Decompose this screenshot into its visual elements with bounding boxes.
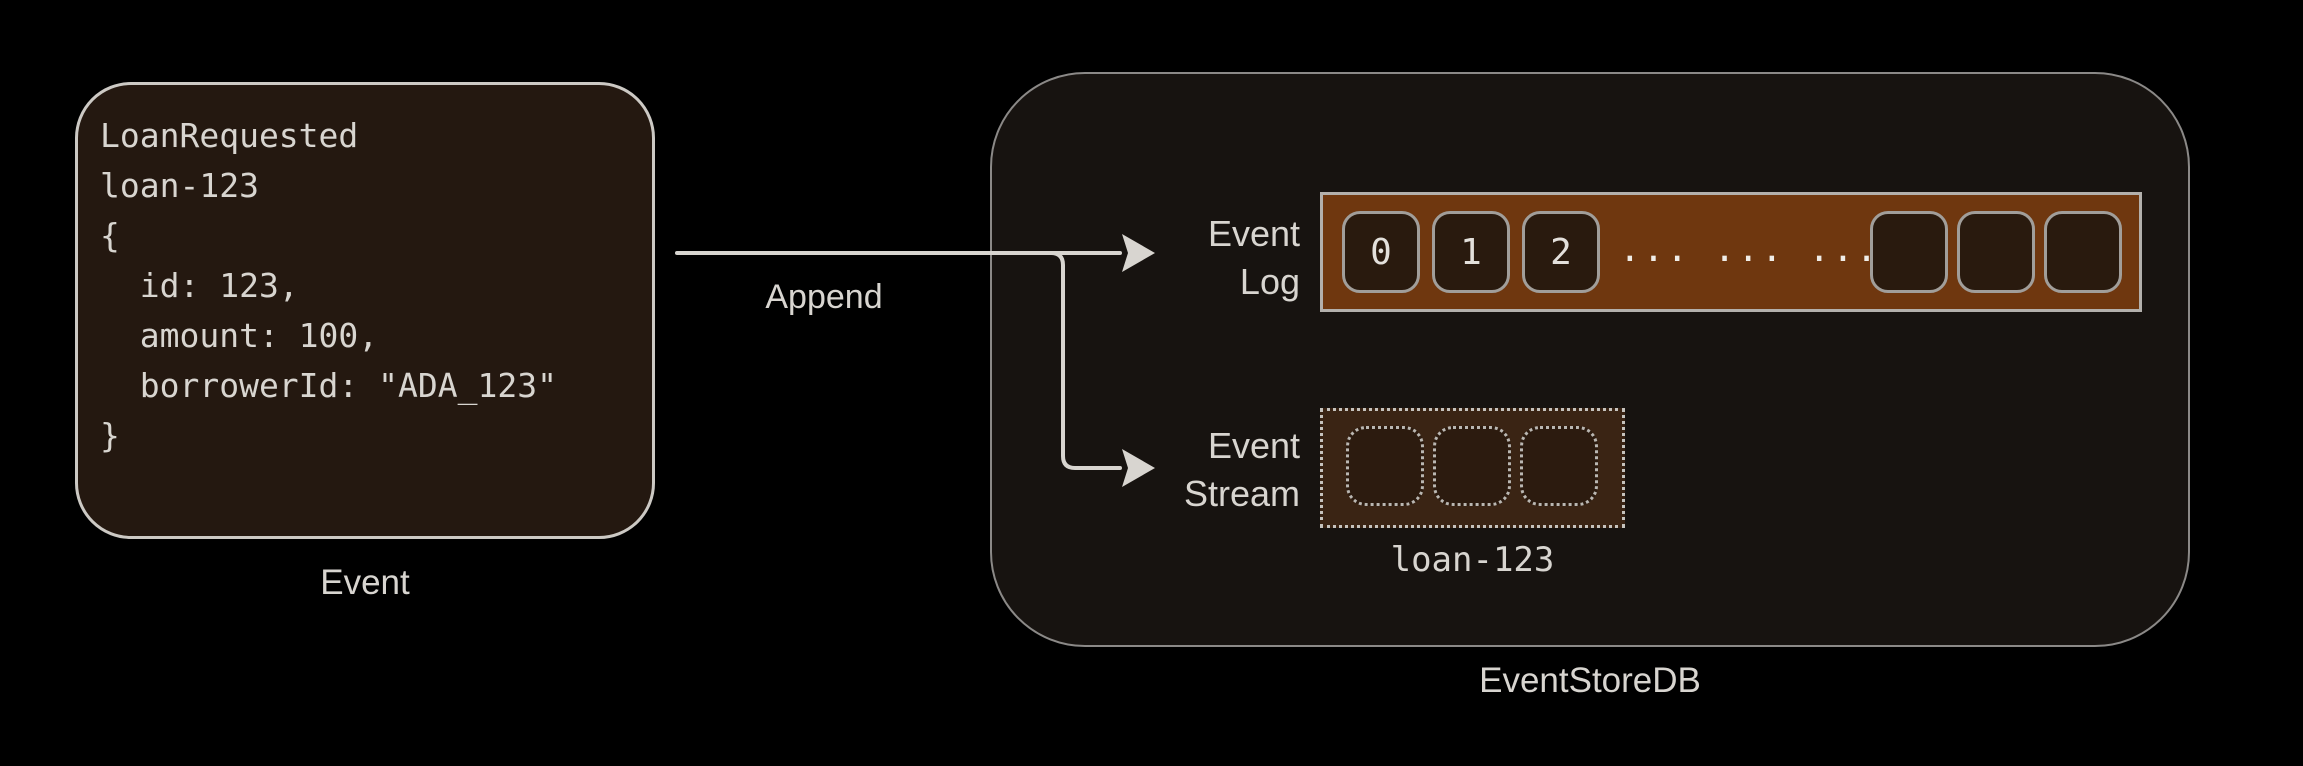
eventstoredb-container [990, 72, 2190, 647]
empty-cell [2044, 211, 2122, 293]
empty-cell [1433, 426, 1511, 506]
event-log-ellipsis: ... ... ... [1619, 229, 1880, 270]
event-log-label-line2: Log [1239, 261, 1300, 302]
event-stream-cells [1346, 426, 1598, 506]
event-log-cell-1: 1 [1432, 211, 1510, 293]
event-stream-box [1320, 408, 1625, 528]
event-log-cell-2: 2 [1522, 211, 1600, 293]
event-log-label: Event Log [1050, 210, 1300, 306]
eventstoredb-caption: EventStoreDB [1479, 661, 1701, 700]
empty-cell [1957, 211, 2035, 293]
event-stream-label-line1: Event [1207, 425, 1300, 466]
append-label: Append [765, 278, 883, 316]
event-stream-label-line2: Stream [1183, 473, 1300, 514]
event-log-label-line1: Event [1207, 213, 1300, 254]
event-code: LoanRequested loan-123 { id: 123, amount… [100, 116, 557, 455]
event-log-cell-0: 0 [1342, 211, 1420, 293]
event-log-empty-cells [1870, 211, 2122, 293]
event-caption: Event [320, 563, 410, 602]
empty-cell [1870, 211, 1948, 293]
empty-cell [1346, 426, 1424, 506]
event-card: LoanRequested loan-123 { id: 123, amount… [75, 82, 655, 539]
event-log-numbered-cells: 0 1 2 [1342, 211, 1600, 293]
empty-cell [1520, 426, 1598, 506]
event-log-bar: 0 1 2 ... ... ... [1320, 192, 2142, 312]
event-stream-label: Event Stream [1050, 422, 1300, 518]
event-stream-name: loan-123 [1390, 540, 1555, 580]
